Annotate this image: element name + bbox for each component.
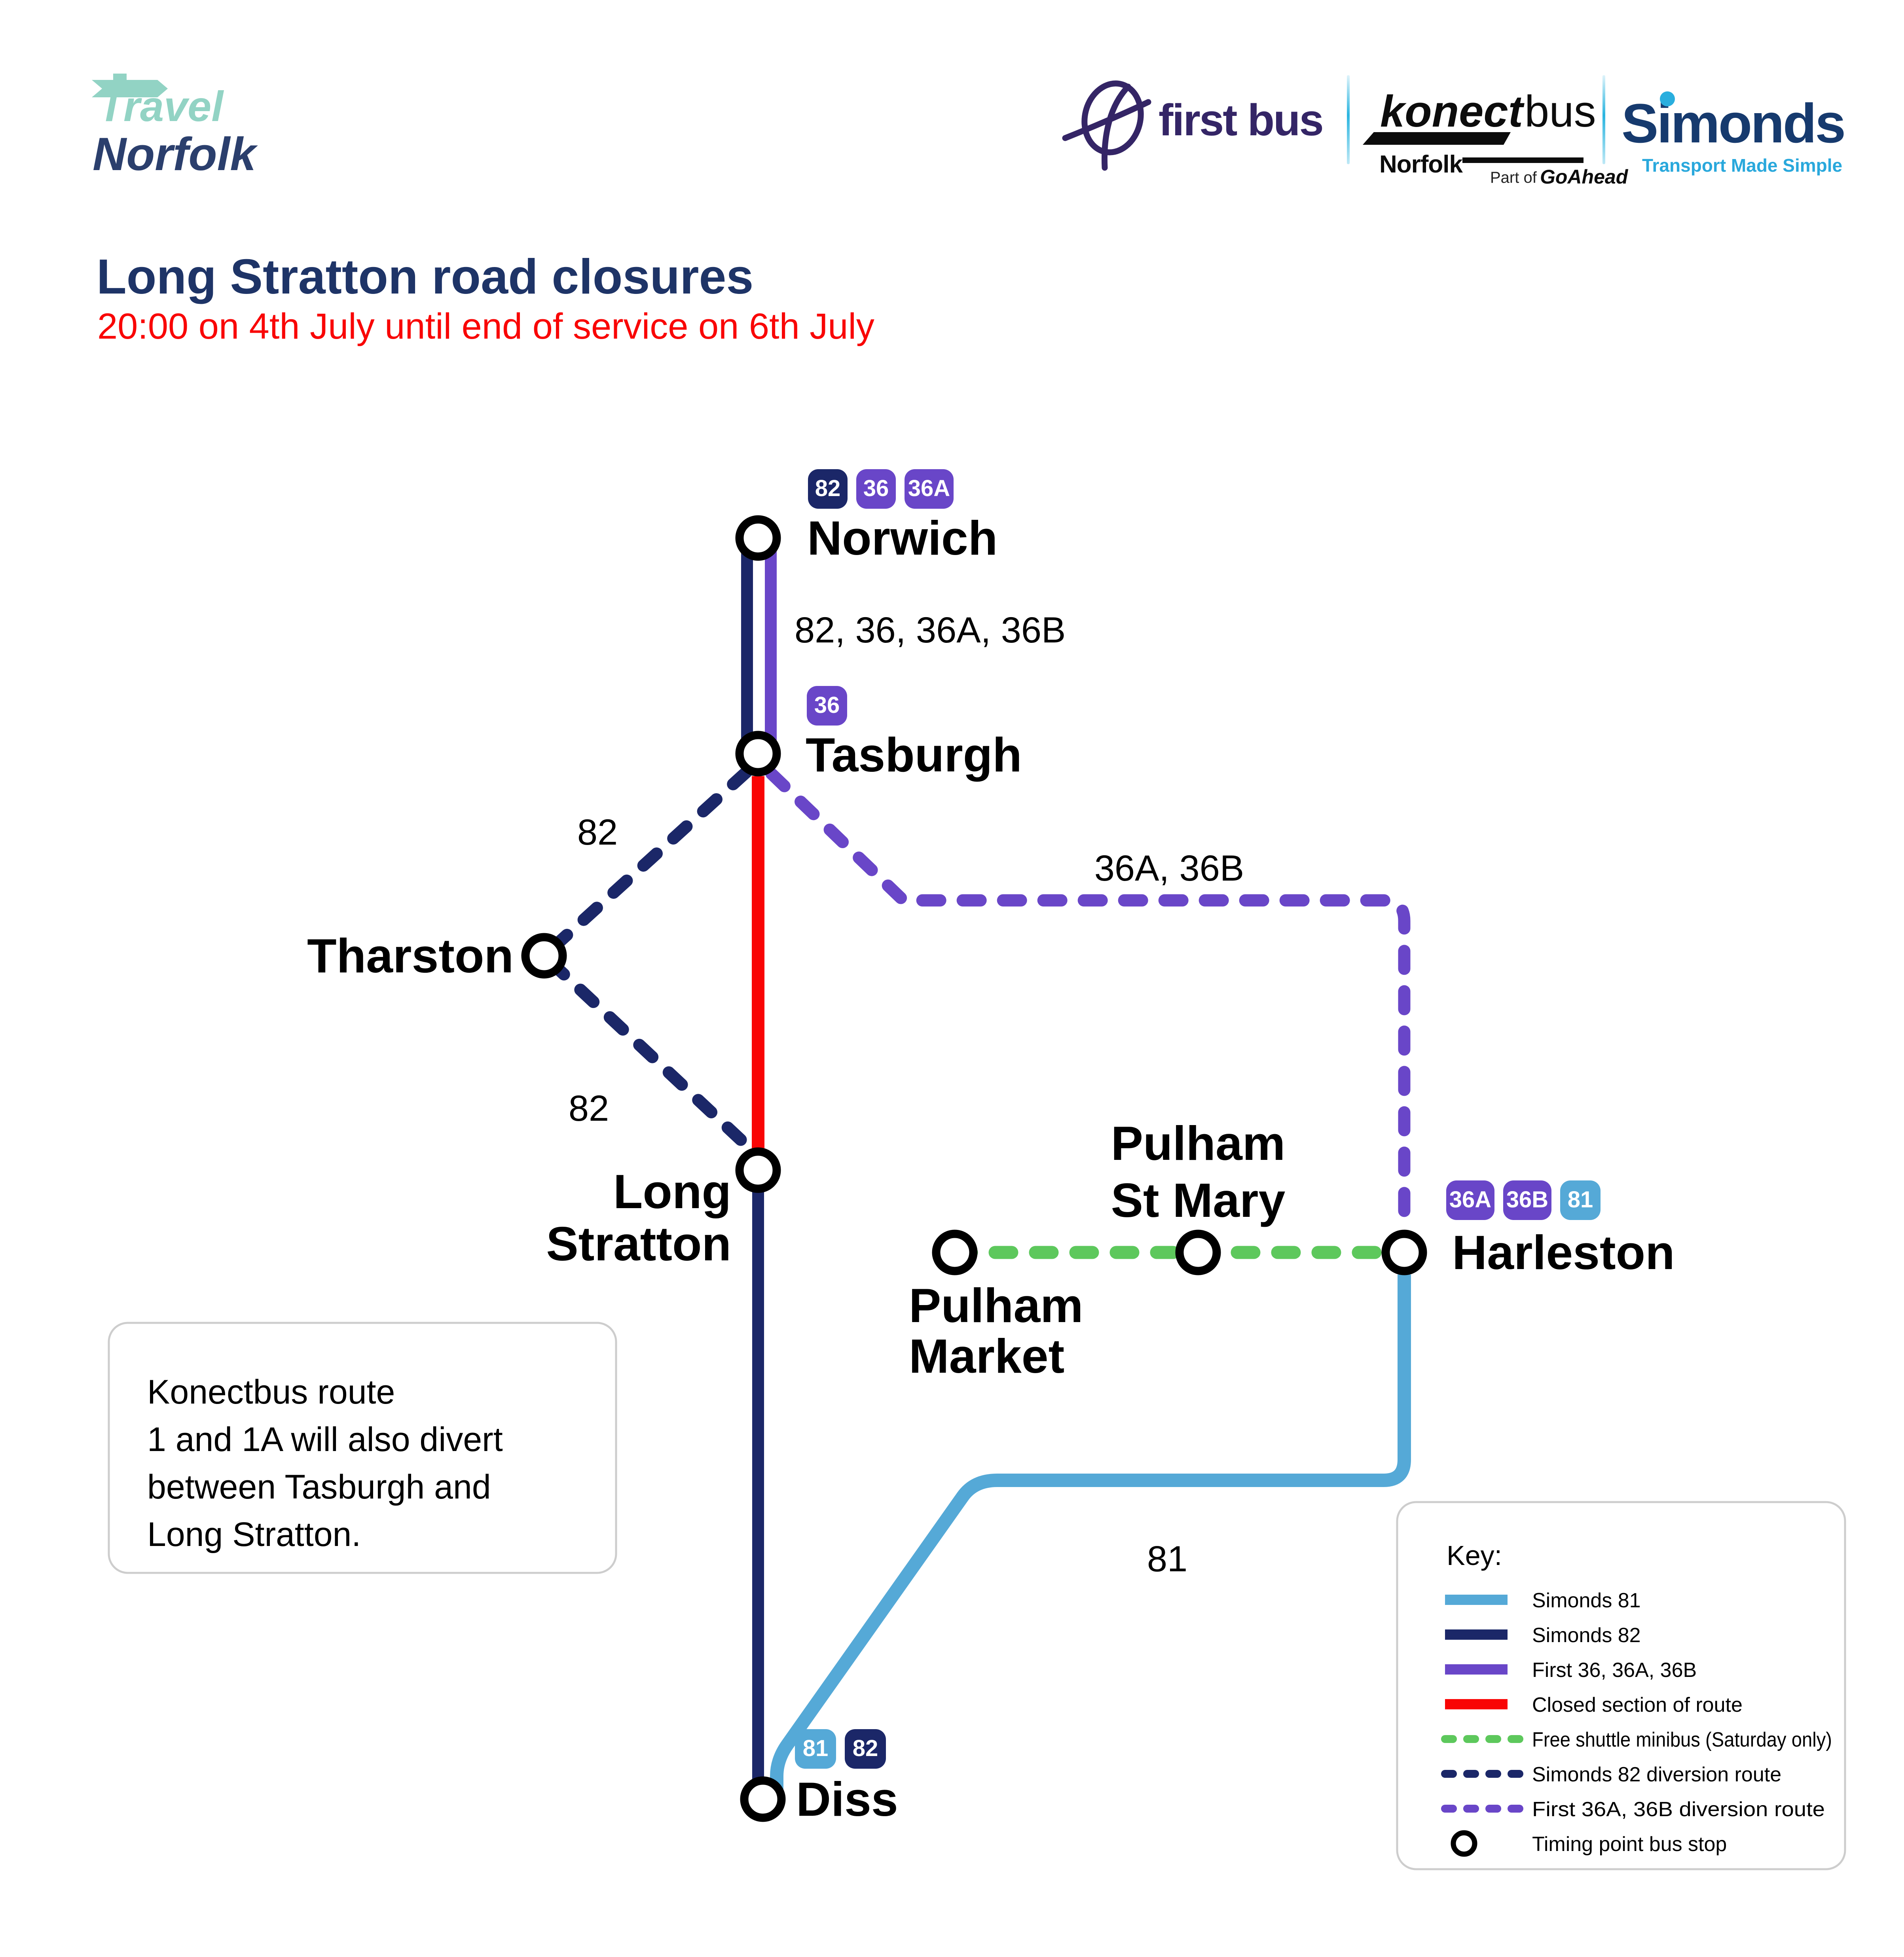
note-box: Konectbus route 1 and 1A will also diver… [108,1322,617,1574]
stop-label-norwich: Norwich [807,511,998,565]
badge-36a-text: 36A [908,476,950,501]
header: Travel Norfolk first bus konectbus Norfo… [92,74,1846,347]
stop-label-pulham-market-2: Market [909,1329,1064,1383]
note-line-3: between Tasburgh and [147,1468,491,1506]
stop-label-diss: Diss [796,1772,898,1826]
stop-label-pulham-st-mary-2: St Mary [1111,1173,1286,1227]
badge-82 [808,469,848,509]
badge-81-text: 81 [1568,1187,1593,1212]
note-line-4: Long Stratton. [147,1516,361,1553]
signpost-post [113,74,127,97]
key-label-82-diversion: Simonds 82 diversion route [1532,1763,1781,1786]
stop-label-long-stratton-1: Long [613,1165,731,1218]
simonds-text: Simonds [1621,92,1844,154]
badge-81-text: 81 [803,1735,829,1761]
note-box-frame [108,1322,617,1574]
badge-36-text: 36 [814,692,840,718]
badge-81 [1560,1180,1601,1220]
badge-36 [856,469,896,509]
konectbus-logo: konectbus Norfolk Part of GoAhead [1363,87,1629,188]
badge-36b-text: 36B [1506,1187,1548,1212]
stop-pulham-market [932,1230,978,1275]
stop-harleston [1381,1230,1427,1275]
stop-diss [740,1776,786,1822]
diversion-82-upper-label: 82 [577,812,618,853]
route-81-harleston-diss [770,1275,1411,1799]
note-line-1: Konectbus route [147,1373,395,1411]
key-swatch-simonds-81 [1445,1595,1508,1605]
stop-label-harleston: Harleston [1452,1226,1675,1279]
key-label-36ab-diversion: First 36A, 36B diversion route [1532,1798,1825,1821]
stop-label-long-stratton-2: Stratton [546,1217,731,1271]
key-label-first-36: First 36, 36A, 36B [1532,1659,1697,1682]
key-swatch-first-36 [1445,1664,1508,1675]
badge-81 [795,1729,836,1769]
key-label-timing-point: Timing point bus stop [1532,1833,1727,1856]
stop-tasburgh [735,731,781,777]
badge-82-text: 82 [815,476,841,501]
diversion-36ab-dashed [765,767,1411,1232]
konect-rule [1462,157,1584,163]
note-line-2: 1 and 1A will also divert [147,1421,503,1459]
konect-bus-text: bus [1525,87,1596,136]
stop-label-pulham-market-1: Pulham [909,1279,1083,1332]
badges-harleston: 36A 36B 81 [1446,1180,1601,1220]
route-map: 82, 36, 36A, 36B 82 82 36A, 36B 81 Norwi… [307,469,1675,1826]
key-label-simonds-81: Simonds 81 [1532,1589,1641,1612]
page-subtitle: 20:00 on 4th July until end of service o… [97,306,874,347]
badge-36a [1446,1180,1494,1220]
header-divider-2 [1602,75,1605,164]
stop-label-tasburgh: Tasburgh [806,728,1022,782]
key-label-shuttle: Free shuttle minibus (Saturday only) [1532,1728,1832,1751]
stop-label-pulham-st-mary-1: Pulham [1111,1116,1286,1170]
route-81-label: 81 [1147,1539,1187,1579]
key-label-simonds-82: Simonds 82 [1532,1624,1641,1647]
norfolk-logo-text: Norfolk [93,128,258,180]
simonds-logo: Simonds Transport Made Simple [1621,91,1846,176]
konect-partof-text: Part of [1490,169,1537,186]
stop-norwich [735,515,781,561]
travel-norfolk-logo: Travel Norfolk [92,74,258,180]
key-title: Key: [1447,1540,1502,1571]
diversion-36ab-label: 36A, 36B [1094,848,1244,889]
key-label-closed-section: Closed section of route [1532,1694,1743,1716]
badges-tasburgh: 36 [807,686,847,726]
badge-82-text: 82 [853,1735,878,1761]
badge-36a-text: 36A [1449,1187,1491,1212]
konect-goahead-text: GoAhead [1540,166,1629,188]
diversion-82-lower-label: 82 [569,1088,609,1129]
key-timing-point-icon [1451,1830,1477,1857]
badges-diss: 81 82 [795,1729,886,1769]
konect-region-text: Norfolk [1379,151,1463,178]
konect-text: konect [1380,87,1525,136]
stop-tharston [521,933,567,979]
badge-36b [1503,1180,1551,1220]
key-box-frame [1396,1501,1846,1870]
header-divider-1 [1347,75,1350,164]
badge-82 [845,1729,886,1769]
key-swatch-simonds-82 [1445,1629,1508,1640]
corridor-routes-label: 82, 36, 36A, 36B [795,610,1066,650]
key-swatch-closed-section [1445,1699,1508,1709]
badge-36a [905,469,954,509]
first-bus-text: first bus [1159,95,1323,145]
stop-long-stratton [735,1147,781,1193]
stop-label-tharston: Tharston [307,929,514,983]
page-title: Long Stratton road closures [97,250,753,304]
konectbus-text: konectbus [1380,87,1596,136]
badge-36-text: 36 [863,476,889,501]
first-bus-icon-stem [1102,83,1131,171]
badge-36 [807,686,847,726]
first-bus-logo: first bus [1062,80,1324,171]
signpost-icon [92,80,168,97]
simonds-tagline: Transport Made Simple [1642,155,1842,176]
simonds-i-dot [1660,91,1675,106]
stop-pulham-st-mary [1175,1230,1221,1275]
konect-underline [1363,132,1511,145]
diversion-82-dashed [538,766,760,1158]
badges-norwich: 82 36 36A [808,469,954,509]
key-box: Key: Simonds 81 Simonds 82 First 36, 36A… [1396,1501,1846,1870]
